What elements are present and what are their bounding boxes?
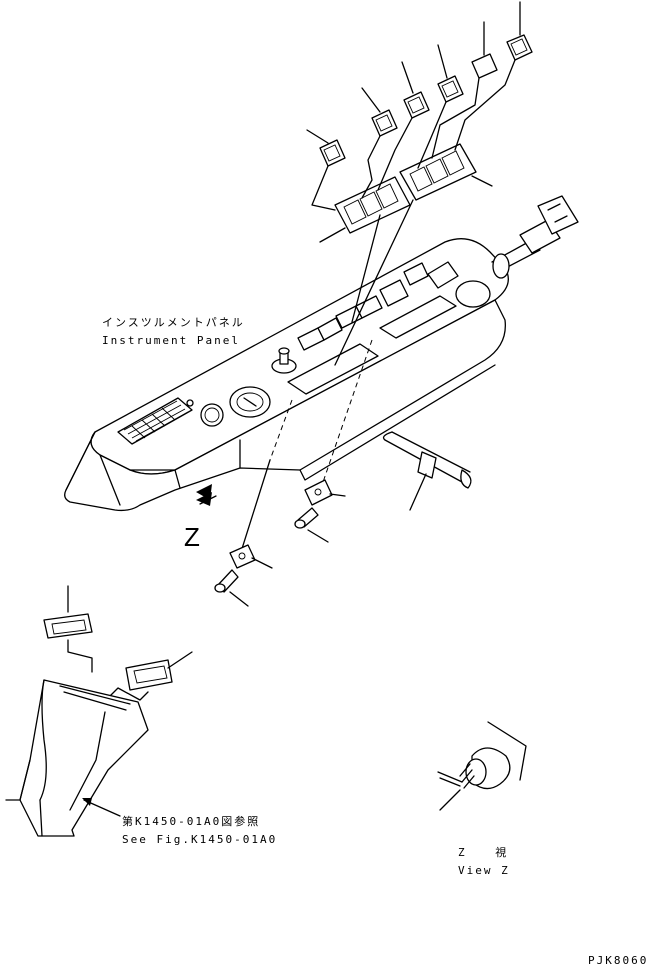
mount-hardware — [214, 339, 373, 607]
switch-cap-c — [403, 91, 430, 119]
instrument-panel-label-en: Instrument Panel — [102, 334, 240, 347]
blank-cap — [471, 53, 498, 79]
round-button — [200, 403, 224, 427]
display-window-1 — [287, 343, 379, 395]
reference-label-jp: 第K1450-01A0図参照 — [122, 815, 261, 828]
clip-upper — [304, 479, 333, 506]
clip-lower — [229, 544, 256, 569]
display-window-2 — [379, 295, 457, 339]
indicator-lamp — [186, 399, 194, 407]
console-switch-1 — [43, 613, 93, 639]
instrument-panel — [64, 195, 579, 512]
switch-cap-e — [319, 139, 346, 167]
keypad-display — [117, 397, 193, 445]
view-z-inset — [437, 721, 527, 811]
view-z-label-jp: Z 視 — [458, 846, 519, 859]
switch-housing-right — [399, 143, 477, 201]
switch-housing-left — [334, 176, 411, 234]
side-console — [5, 585, 193, 837]
view-arrow — [196, 484, 217, 506]
panel-switch-bank — [297, 262, 429, 351]
joystick-switch — [271, 347, 297, 374]
instrument-panel-label-jp: インスツルメントパネル — [102, 316, 245, 329]
cable-connector — [491, 195, 579, 279]
view-z-label-en: View Z — [458, 864, 510, 877]
harness-tube — [382, 431, 472, 511]
display-window-3 — [427, 261, 459, 289]
round-gauge — [455, 280, 491, 308]
rotary-dial — [229, 386, 271, 418]
switch-cap-b — [437, 75, 464, 103]
switch-cap-a — [506, 34, 533, 61]
switch-caps — [306, 1, 533, 167]
view-z-marker: Z — [184, 522, 200, 552]
harness-clamp — [417, 451, 437, 479]
reference-label-en: See Fig.K1450-01A0 — [122, 833, 278, 846]
assembly-lines — [311, 59, 516, 366]
console-switch-2 — [125, 659, 173, 691]
drawing-code: PJK8060 — [588, 954, 649, 967]
switch-housings — [319, 143, 493, 243]
switch-cap-d — [371, 109, 398, 137]
